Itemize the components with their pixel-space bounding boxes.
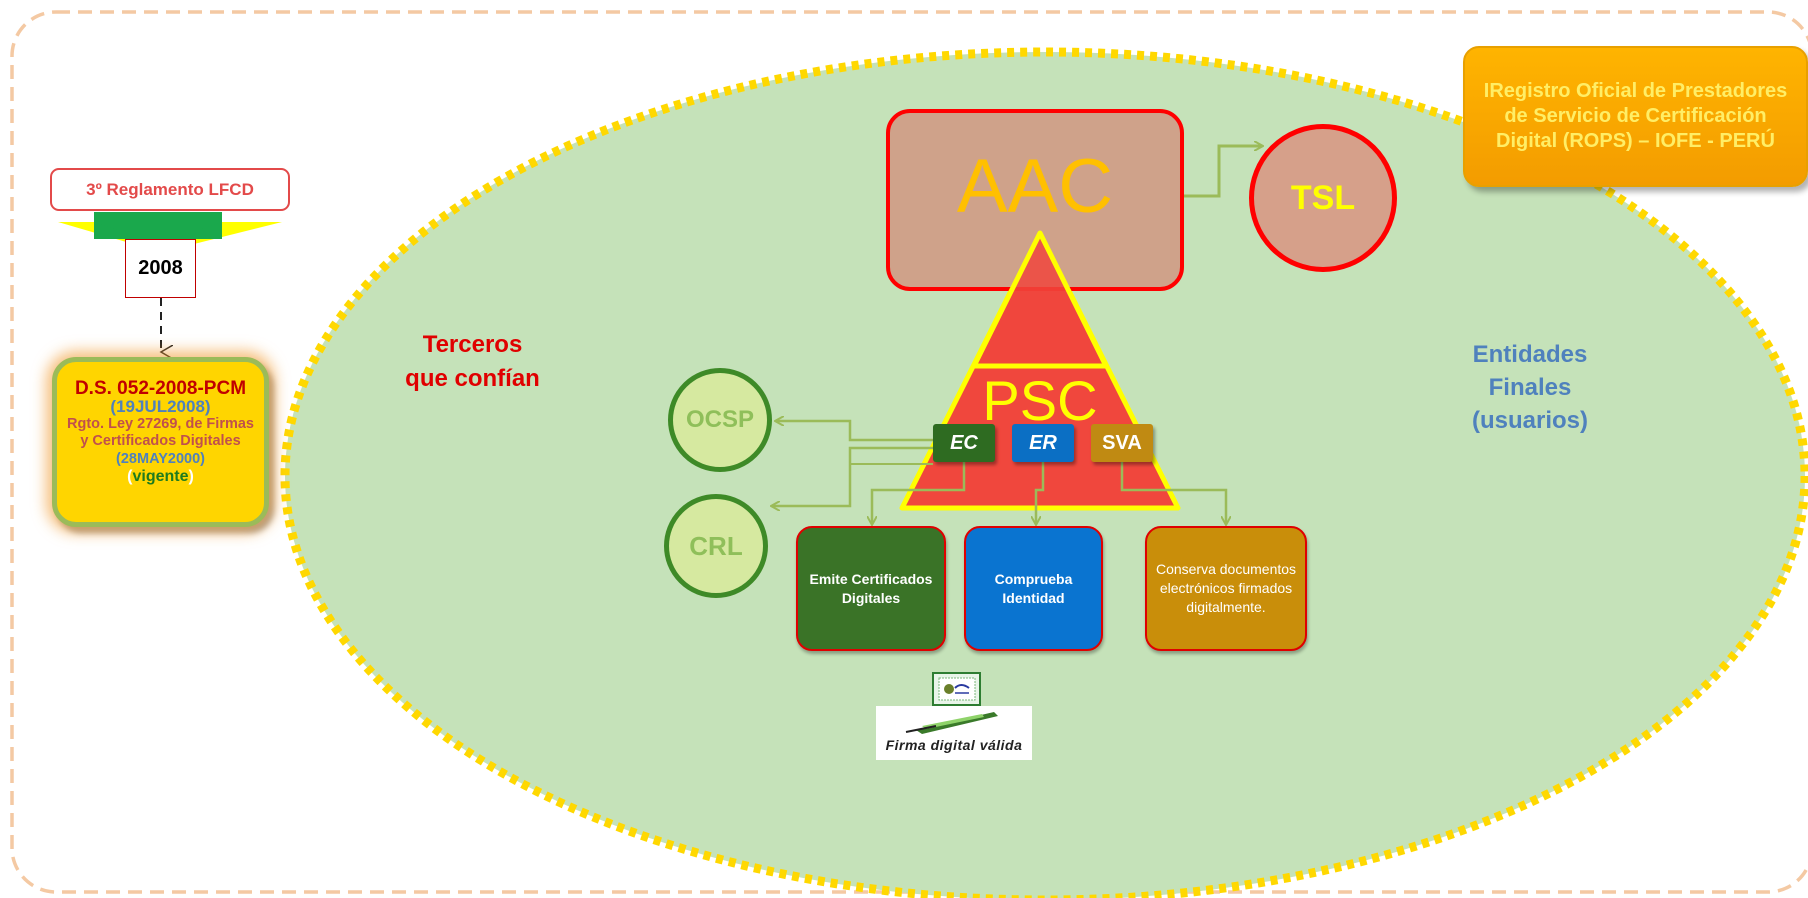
er-tag: ER: [1012, 424, 1074, 462]
status-paren-close: ): [188, 468, 194, 485]
rops-box: IRegistro Oficial de Prestadores de Serv…: [1463, 46, 1808, 187]
aac-node: AAC: [886, 109, 1184, 291]
aac-tsl-connector: [1184, 146, 1262, 198]
er-function-connector: [1036, 462, 1045, 524]
decree-date: (19JUL2008): [110, 397, 211, 416]
firma-digital-label: Firma digital válida: [885, 736, 1023, 753]
ec-function-connector: [872, 462, 966, 524]
decree-title: D.S. 052-2008-PCM: [74, 378, 247, 399]
decree-card: D.S. 052-2008-PCM (19JUL2008) Rgto. Ley …: [52, 357, 269, 527]
ec-function-box: Emite Certificados Digitales: [796, 526, 946, 651]
reglamento-label: 3º Reglamento LFCD: [50, 168, 290, 211]
law-date: (28MAY2000): [116, 451, 205, 467]
certificate-stamp-icon: [932, 672, 981, 706]
decree-status: (vigente): [57, 468, 264, 486]
tsl-node: TSL: [1249, 124, 1397, 272]
status-paren-open: (: [127, 468, 133, 485]
ocsp-node: OCSP: [668, 368, 772, 472]
relying-parties-label: Terceros que confían: [405, 331, 540, 392]
firma-digital-image: Firma digital válida: [876, 706, 1032, 760]
psc-label: PSC: [982, 369, 1098, 432]
sva-function-box: Conserva documentos electrónicos firmado…: [1145, 526, 1307, 651]
aac-label: AAC: [956, 143, 1114, 229]
crl-node: CRL: [664, 494, 768, 598]
ec-crl-connector: [772, 446, 933, 506]
sva-function-connector: [1120, 462, 1226, 524]
decree-description: Rgto. Ley 27269, de Firmas y Certificado…: [67, 416, 254, 449]
year-box: 2008: [125, 239, 196, 298]
sva-tag: SVA: [1091, 424, 1153, 462]
end-entities-label: Entidades Finales (usuarios): [1471, 341, 1588, 434]
ec-ocsp-connector: [776, 421, 933, 442]
ec-tag: EC: [933, 424, 995, 462]
status-value: vigente: [132, 468, 189, 485]
er-function-box: Comprueba Identidad: [964, 526, 1103, 651]
signature-pen-icon: [905, 712, 998, 734]
timeline-arrow-head: [94, 222, 222, 239]
